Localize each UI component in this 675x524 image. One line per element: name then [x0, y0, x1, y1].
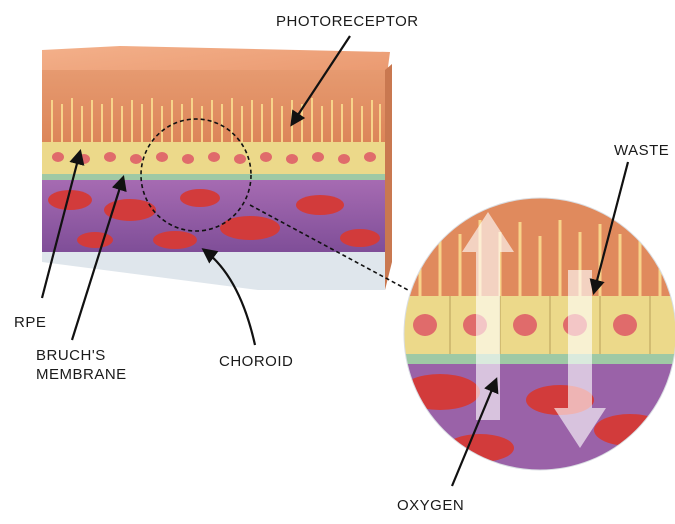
- rpe-label: RPE: [14, 313, 46, 332]
- oxygen-label: OXYGEN: [397, 496, 464, 515]
- bruchs-membrane-layer: [42, 174, 385, 180]
- bruchs-label-line2: MEMBRANE: [36, 365, 127, 384]
- choroid-label: CHOROID: [219, 352, 293, 371]
- bruchs-label-line1: BRUCH'S: [36, 346, 127, 365]
- waste-label: WASTE: [614, 141, 669, 160]
- photoreceptor-layer: [42, 70, 385, 144]
- bruchs-membrane-label: BRUCH'S MEMBRANE: [36, 346, 127, 384]
- block-side-face: [385, 64, 392, 290]
- photoreceptor-label: PHOTORECEPTOR: [276, 12, 419, 31]
- magnified-view: [400, 190, 675, 474]
